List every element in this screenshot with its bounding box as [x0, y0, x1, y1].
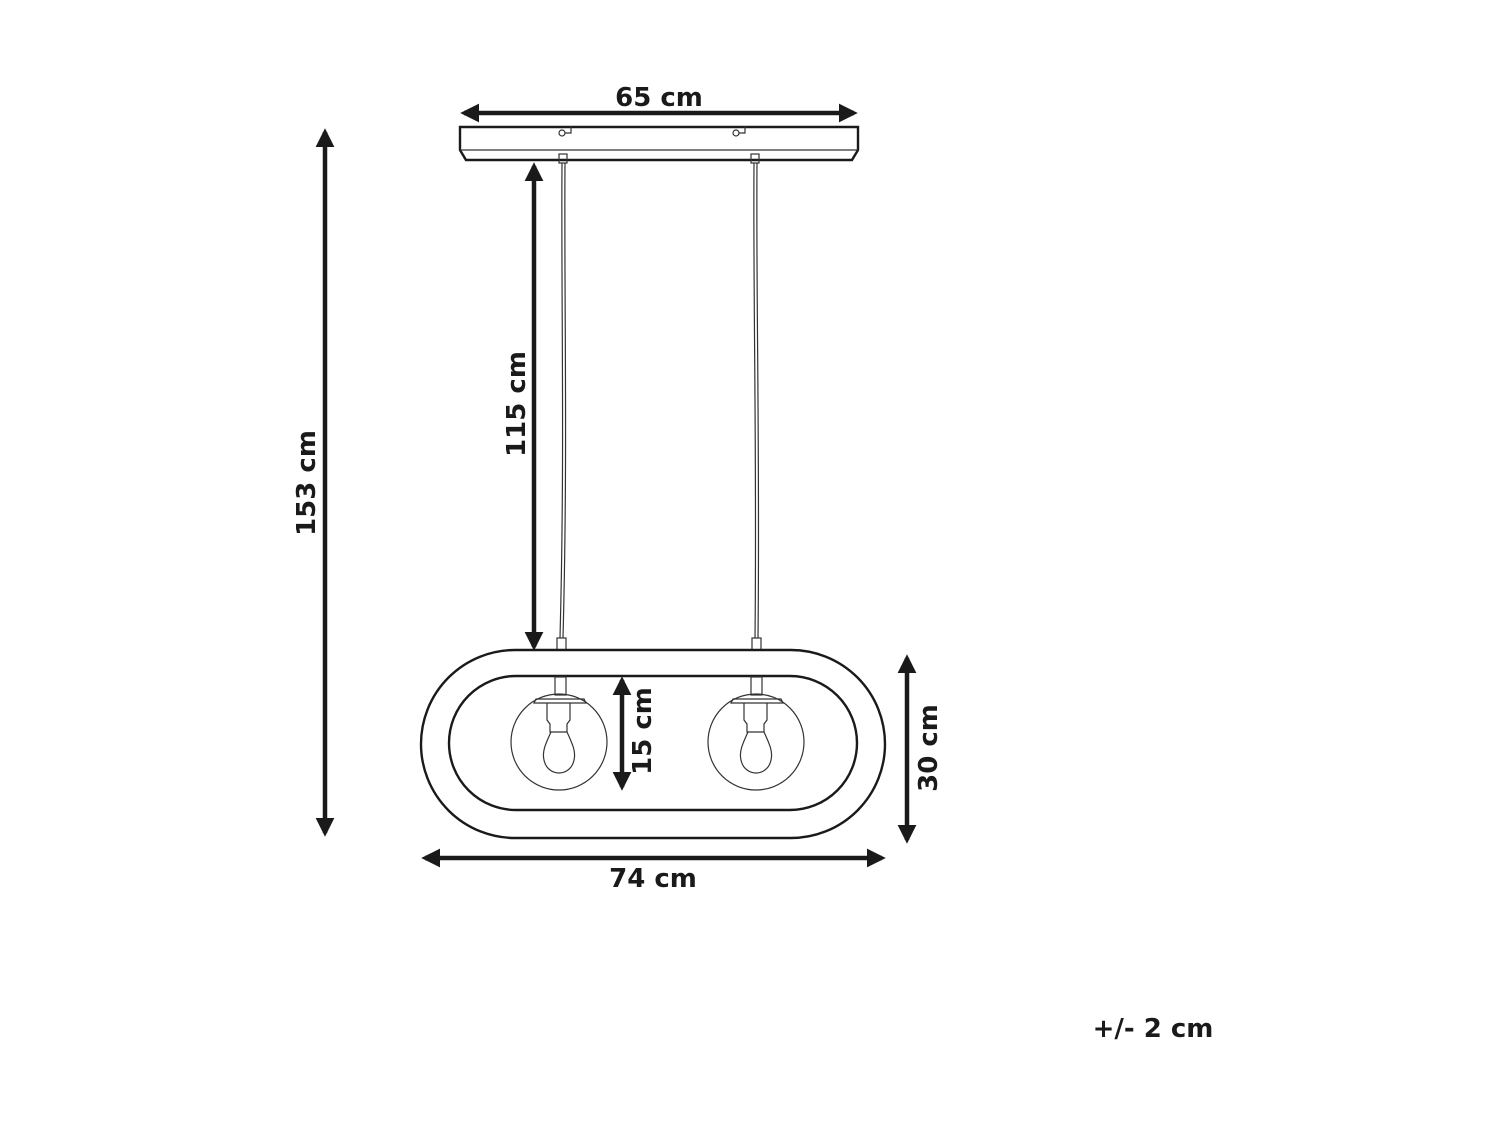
shade-diameter-label: 15 cm — [628, 687, 658, 775]
oval-frame — [419, 648, 887, 840]
dimension-frame-width: 74 cm — [421, 848, 886, 894]
dimension-total-height: 153 cm — [292, 128, 335, 837]
ceiling-canopy — [458, 125, 860, 164]
total-height-label: 153 cm — [292, 430, 322, 536]
dimension-shade-diameter: 15 cm — [612, 676, 658, 791]
frame-width-label: 74 cm — [609, 864, 697, 894]
cable-length-label: 115 cm — [502, 351, 532, 457]
dimension-canopy-width: 65 cm — [460, 83, 858, 123]
globe-lamp-right — [707, 676, 805, 791]
suspension-cables — [556, 162, 762, 651]
light-bulb-icon — [739, 731, 773, 774]
dimension-frame-height: 30 cm — [897, 654, 944, 844]
dimension-cable-length: 115 cm — [502, 162, 544, 651]
canopy-screw-left-icon — [558, 126, 572, 137]
light-bulb-icon — [542, 731, 576, 774]
tolerance-note: +/- 2 cm — [1093, 1014, 1214, 1044]
globe-lamp-left — [510, 676, 608, 791]
canopy-width-label: 65 cm — [615, 83, 703, 113]
canopy-screw-right-icon — [732, 126, 746, 137]
frame-height-label: 30 cm — [914, 704, 944, 792]
